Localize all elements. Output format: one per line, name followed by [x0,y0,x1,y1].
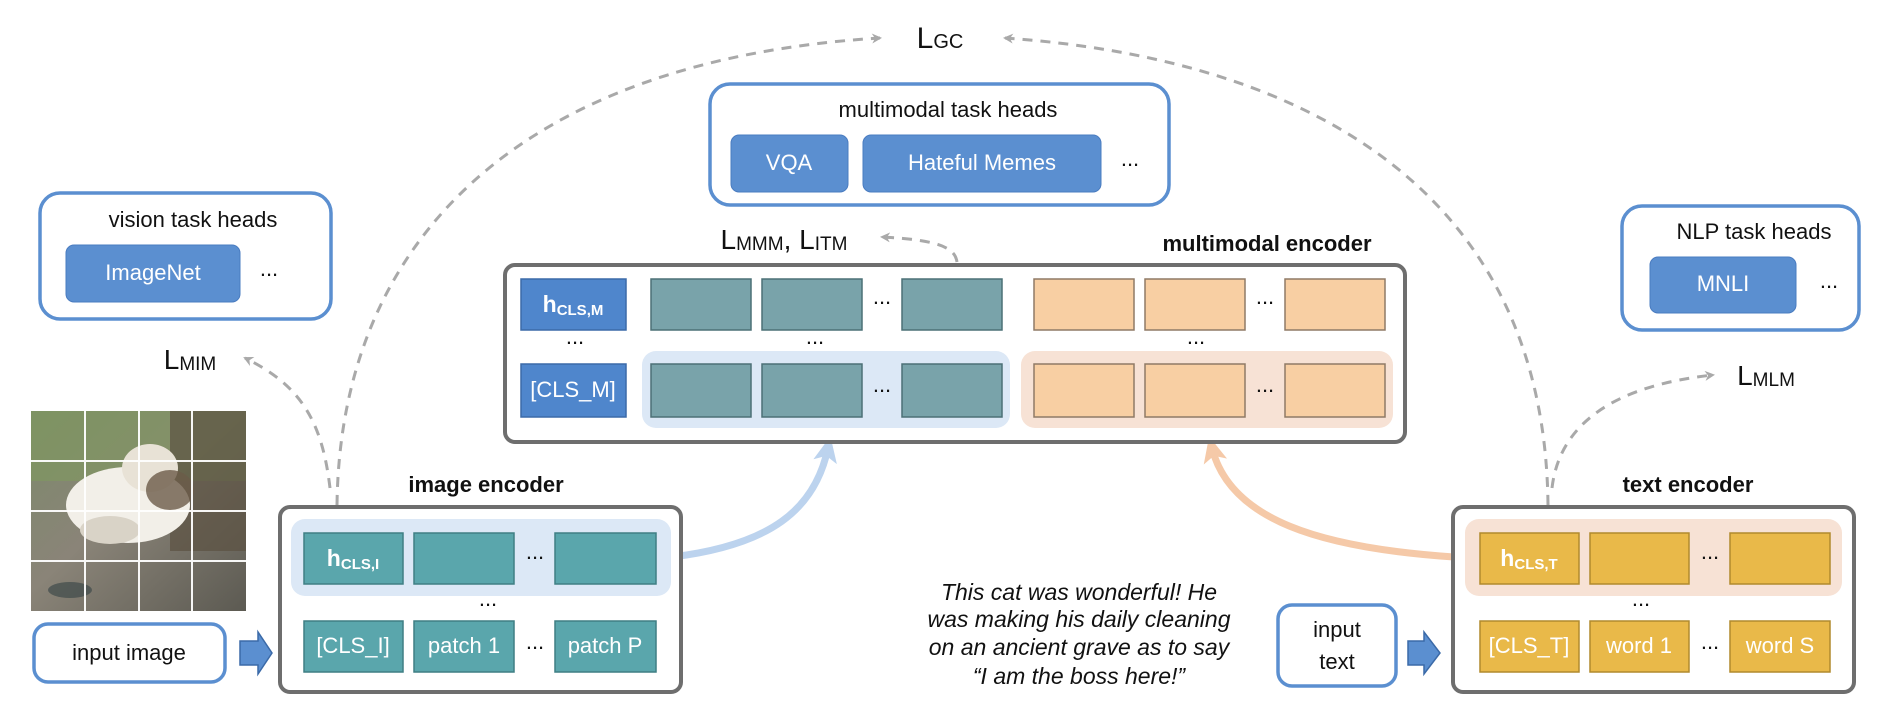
mm-vdots-2: ... [806,324,824,349]
imagenet-head-button[interactable]: ImageNet [65,244,241,303]
mm-text-input-ellipsis: ... [1256,372,1274,397]
caption-text: This cat was wonderful! He was making hi… [928,579,1231,689]
svg-text:[CLS_I]: [CLS_I] [316,633,389,658]
mm-text-hidden-last [1284,278,1386,331]
svg-text:“I am the boss here!”: “I am the boss here!” [973,663,1187,689]
multimodal-encoder: multimodal encoder hCLS,M ... ... ... ..… [503,231,1407,444]
mm-cls-token: [CLS_M] [520,363,627,418]
mm-text-hidden-ellipsis: ... [1256,284,1274,309]
img-cls-token: [CLS_I] [303,620,404,673]
svg-text:text: text [1319,649,1354,674]
mnli-head-button[interactable]: MNLI [1649,256,1797,314]
mm-text-input-last [1284,363,1386,418]
loss-mmm-itm: LMMM, LITM [721,224,848,255]
text-encoder: text encoder hCLS,T ... ... [CLS_T] word… [1451,472,1856,694]
svg-text:word S: word S [1745,633,1814,658]
vision-task-heads: vision task heads ImageNet ... [38,191,333,321]
image-encoder-title: image encoder [408,472,564,497]
loss-mlm: LMLM [1737,360,1795,391]
img-hidden-2 [413,532,515,585]
svg-text:This cat was wonderful! He: This cat was wonderful! He [941,579,1217,605]
img-hidden-last [554,532,657,585]
mm-image-input-last [901,363,1003,418]
txt-word-s-token: word S [1729,620,1831,673]
vqa-head-button[interactable]: VQA [730,134,849,193]
svg-text:was making his daily cleaning: was making his daily cleaning [928,606,1231,632]
text-encoder-title: text encoder [1623,472,1754,497]
mm-text-input-2 [1144,363,1246,418]
svg-text:MNLI: MNLI [1697,271,1750,296]
mm-image-hidden-last [901,278,1003,331]
gc-arrow-right [1003,33,1550,506]
txt-word-1-token: word 1 [1589,620,1690,673]
multimodal-heads-title: multimodal task heads [839,97,1058,122]
mm-text-hidden-1 [1033,278,1135,331]
mm-image-hidden-ellipsis: ... [873,284,891,309]
svg-text:on an ancient grave as to say: on an ancient grave as to say [929,634,1231,660]
image-encoder: image encoder hCLS,I ... ... [CLS_I] pat… [278,472,683,694]
txt-vdots: ... [1632,586,1650,611]
input-text-label: input text [1276,603,1398,688]
mm-text-input-1 [1033,363,1135,418]
svg-text:hCLS,M: hCLS,M [543,291,604,319]
svg-text:patch 1: patch 1 [428,633,500,658]
nlp-heads-more: ... [1820,268,1838,293]
input-image-arrow [239,629,273,677]
vision-heads-more: ... [260,256,278,281]
mm-image-input-1 [650,363,752,418]
txt-hidden-last [1729,532,1831,585]
svg-text:hCLS,T: hCLS,T [1500,545,1557,573]
svg-text:hCLS,I: hCLS,I [327,545,379,573]
multimodal-heads-more: ... [1121,146,1139,171]
gc-arrow-left [335,33,882,506]
mm-text-hidden-2 [1144,278,1246,331]
img-patch-1-token: patch 1 [413,620,515,673]
input-image-label: input image [32,622,227,684]
txt-hidden-2 [1589,532,1690,585]
hateful-memes-head-button[interactable]: Hateful Memes [862,134,1102,193]
mm-vdots-3: ... [1187,324,1205,349]
svg-text:ImageNet: ImageNet [105,260,200,285]
nlp-task-heads: NLP task heads MNLI ... [1620,204,1861,332]
mm-image-hidden-2 [761,278,863,331]
text-to-multimodal-arrow [1203,436,1455,561]
mim-arrow [243,356,332,489]
vision-heads-title: vision task heads [109,207,278,232]
mmm-itm-arrow [880,232,959,263]
img-h-cls-token: hCLS,I [303,532,404,585]
svg-text:input image: input image [72,640,186,665]
mm-image-hidden-1 [650,278,752,331]
input-cat-image [31,411,246,611]
mm-h-cls-token: hCLS,M [520,278,627,331]
nlp-heads-title: NLP task heads [1677,219,1832,244]
txt-h-cls-token: hCLS,T [1479,532,1580,585]
loss-mim: LMIM [164,344,217,375]
multimodal-task-heads: multimodal task heads VQA Hateful Memes … [708,82,1171,207]
txt-cls-token: [CLS_T] [1479,620,1580,673]
img-token-ellipsis: ... [526,629,544,654]
txt-token-ellipsis: ... [1701,629,1719,654]
input-text-arrow [1407,629,1441,677]
img-hidden-ellipsis: ... [526,539,544,564]
img-vdots: ... [479,586,497,611]
txt-hidden-ellipsis: ... [1701,539,1719,564]
svg-text:patch P: patch P [568,633,643,658]
loss-gc: LGC [917,22,964,55]
img-patch-p-token: patch P [554,620,657,673]
mm-vdots-1: ... [566,324,584,349]
multimodal-encoder-title: multimodal encoder [1162,231,1371,256]
svg-text:VQA: VQA [766,150,813,175]
mlm-arrow [1550,370,1715,489]
image-to-multimodal-arrow [671,436,837,561]
mm-image-input-2 [761,363,863,418]
svg-text:[CLS_T]: [CLS_T] [1489,633,1570,658]
svg-text:input: input [1313,617,1361,642]
svg-text:[CLS_M]: [CLS_M] [530,377,616,402]
svg-text:word 1: word 1 [1605,633,1672,658]
svg-text:Hateful Memes: Hateful Memes [908,150,1056,175]
mm-image-input-ellipsis: ... [873,372,891,397]
